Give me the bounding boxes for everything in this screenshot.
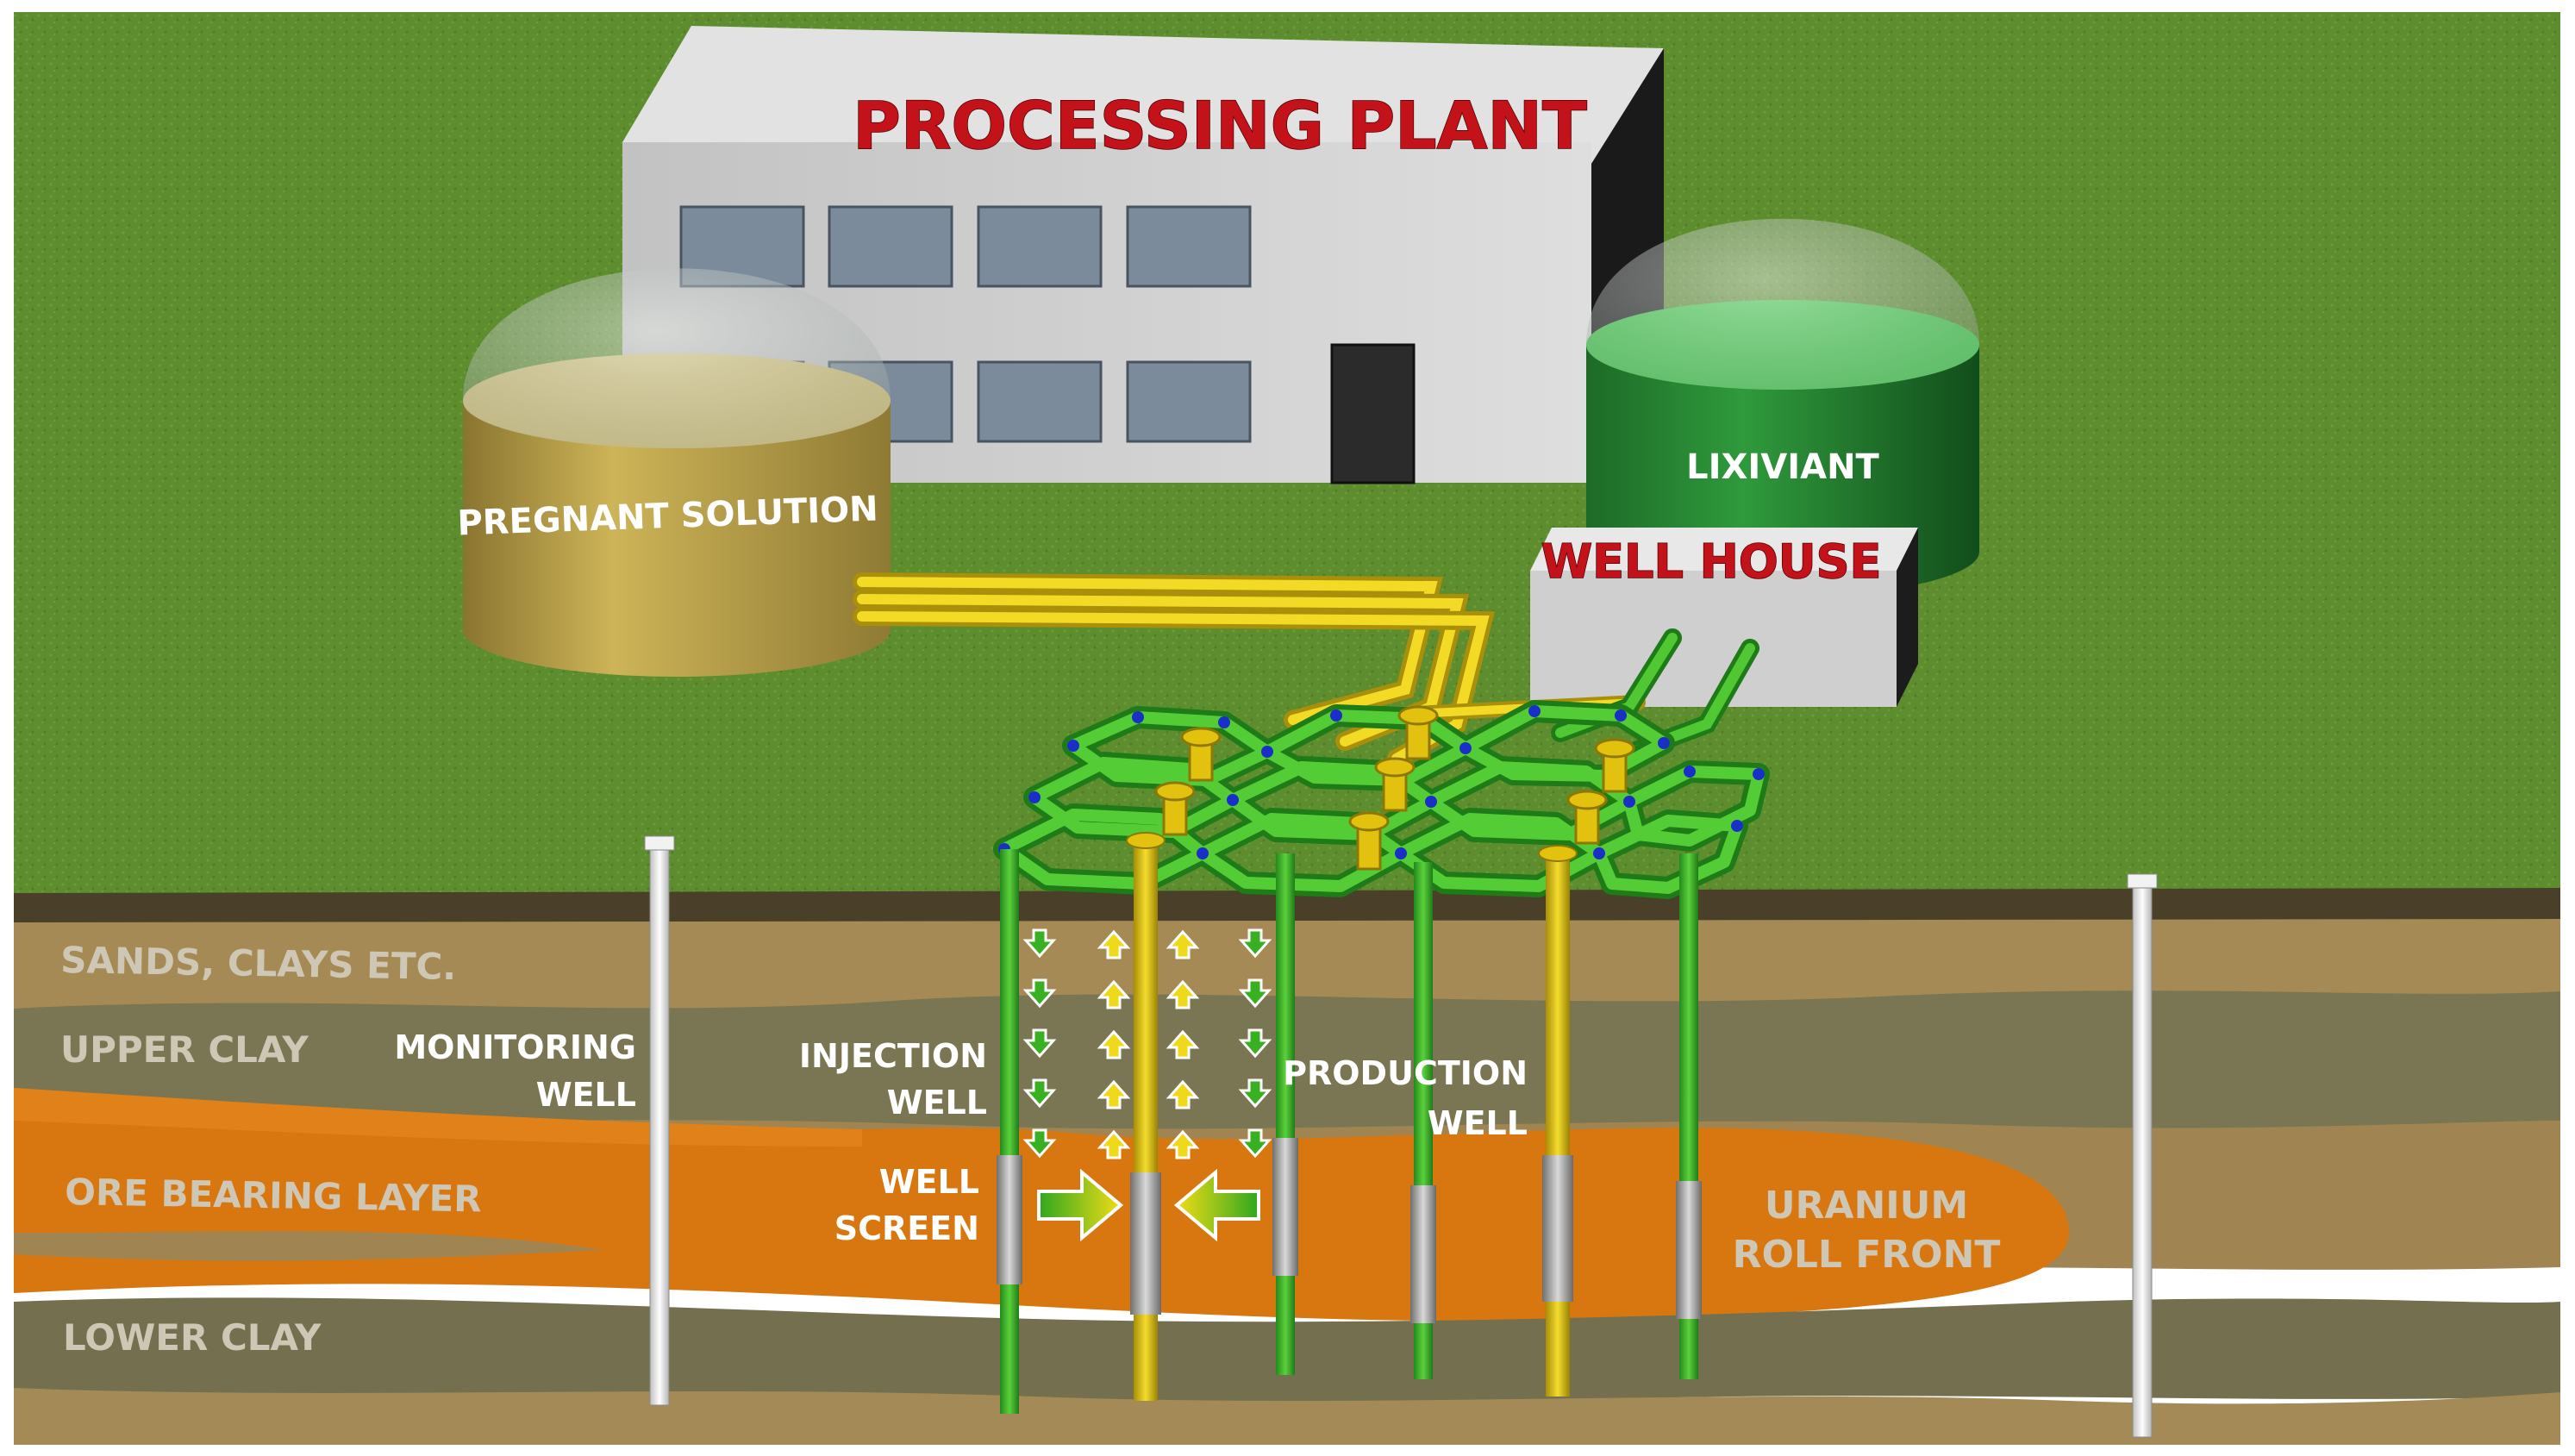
- monitoring-well-right: [2127, 873, 2158, 1438]
- arrow-right-icon: [1037, 1168, 1124, 1242]
- well-screen-label-line1: WELL: [879, 1163, 979, 1201]
- well-screen: [1542, 1155, 1573, 1302]
- plant-door: [1330, 343, 1416, 484]
- well-field-pipe-network: [993, 700, 1770, 899]
- injection-well-pipe: [1276, 853, 1295, 1375]
- production-well-label-line2: WELL: [1428, 1104, 1528, 1142]
- well-screen: [1130, 1172, 1161, 1315]
- injection-well-pipe: [1000, 849, 1019, 1414]
- well-screen: [997, 1155, 1022, 1284]
- lateral-flow-arrows: [1037, 1168, 1260, 1242]
- vertical-wells: [997, 832, 1702, 1414]
- injection-well-label-line1: INJECTION: [799, 1037, 987, 1075]
- monitoring-well-label-line1: MONITORING: [394, 1028, 636, 1066]
- monitoring-well-label-line2: WELL: [536, 1076, 636, 1114]
- uranium-roll-front-label-line1: URANIUM: [1765, 1184, 1968, 1228]
- production-well-pipe: [1134, 840, 1158, 1401]
- injection-well-label-line2: WELL: [887, 1084, 987, 1122]
- layer-label-lower-clay: LOWER CLAY: [63, 1316, 322, 1359]
- layer-label-upper-clay: UPPER CLAY: [60, 1028, 309, 1071]
- uranium-roll-front-label-line2: ROLL FRONT: [1733, 1233, 2001, 1277]
- arrow-left-icon: [1173, 1168, 1260, 1242]
- layer-label-ore-bearing: ORE BEARING LAYER: [65, 1171, 482, 1220]
- well-screen-label-line2: SCREEN: [834, 1209, 979, 1247]
- production-well-label-line1: PRODUCTION: [1283, 1054, 1528, 1092]
- production-well-pipe: [1546, 853, 1570, 1397]
- plant-roof: [622, 26, 1664, 164]
- lixiviant-label: LIXIVIANT: [1686, 447, 1879, 487]
- pregnant-solution-tank: [463, 268, 891, 677]
- layer-label-sands-clays: SANDS, CLAYS ETC.: [60, 939, 457, 988]
- well-house-building: [1530, 528, 1918, 707]
- well-screen: [1410, 1185, 1436, 1323]
- production-well-heads: [1154, 705, 1635, 871]
- processing-plant-label: PROCESSING PLANT: [853, 87, 1587, 164]
- well-screen: [1272, 1138, 1298, 1276]
- well-house-label: WELL HOUSE: [1541, 534, 1882, 589]
- monitoring-well-left: [644, 835, 675, 1406]
- well-screen: [1676, 1181, 1702, 1319]
